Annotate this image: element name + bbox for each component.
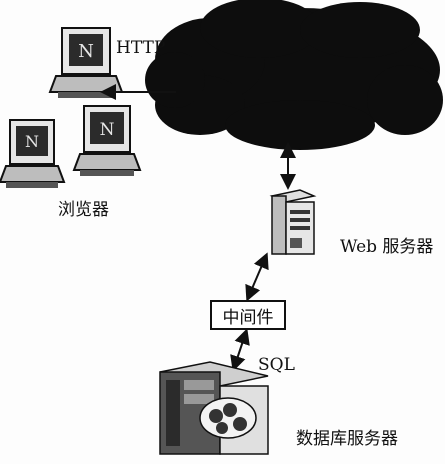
svg-text:N: N xyxy=(78,41,94,62)
middleware-database-arrow xyxy=(230,328,250,372)
database-server-icon xyxy=(159,361,269,455)
middleware-box: 中间件 xyxy=(210,300,286,330)
database-server-label: 数据库服务器 xyxy=(296,429,398,449)
computer-icon: N xyxy=(0,119,66,188)
svg-text:N: N xyxy=(25,132,39,151)
http-label: HTTP xyxy=(116,38,166,58)
browsers-label: 浏览器 xyxy=(58,200,109,220)
computer-icon: N xyxy=(48,27,124,98)
computer-icon: N xyxy=(72,105,142,176)
internet-cloud-icon xyxy=(145,0,443,150)
web-server-label: Web 服务器 xyxy=(340,237,434,257)
sql-label: SQL xyxy=(258,355,295,375)
webserver-middleware-arrow xyxy=(245,252,269,302)
svg-text:N: N xyxy=(100,120,115,140)
server-tower-icon xyxy=(269,189,317,255)
